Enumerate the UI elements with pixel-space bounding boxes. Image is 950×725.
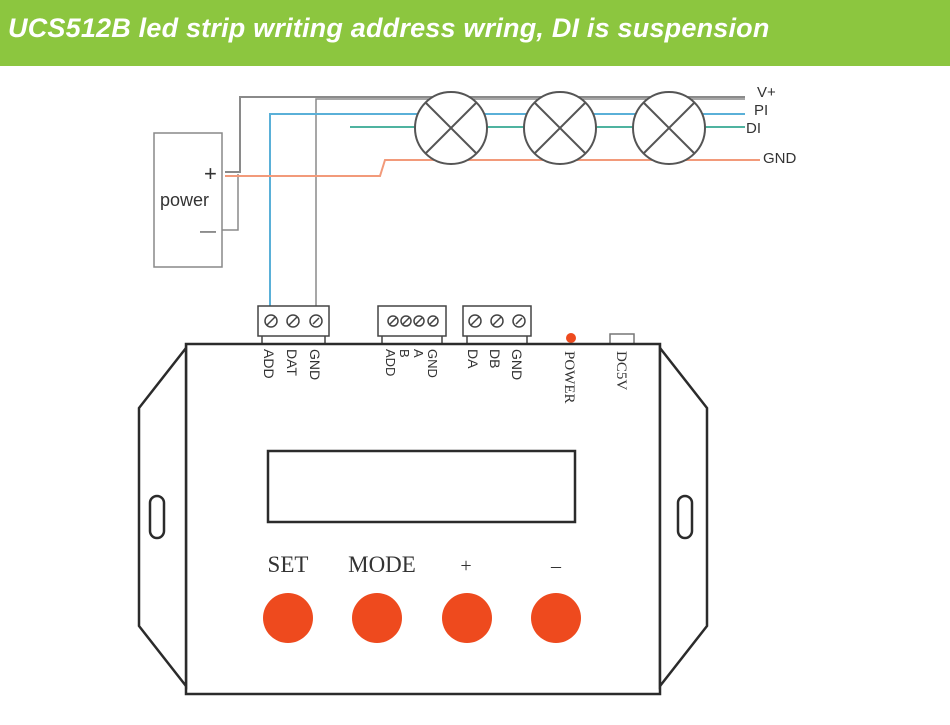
mode-button[interactable] [352, 593, 402, 643]
label-b: B [397, 349, 412, 358]
minus-label: – [550, 555, 562, 577]
power-led [566, 333, 576, 343]
right-mount-hole [676, 494, 694, 540]
plus-label: + [460, 555, 471, 577]
minus-button[interactable] [531, 593, 581, 643]
terminal-block-middle [377, 305, 447, 344]
led-lamp [632, 91, 706, 165]
label-gnd-2: GND [425, 349, 440, 378]
gnd-label: GND [763, 150, 797, 167]
label-da: DA [465, 349, 481, 369]
led-lamp [523, 91, 597, 165]
led-lamp [414, 91, 488, 165]
title-banner: UCS512B led strip writing address wring,… [0, 0, 950, 66]
label-a: A [411, 349, 426, 358]
label-add: ADD [261, 349, 277, 379]
page-title: UCS512B led strip writing address wring,… [8, 13, 770, 43]
label-gnd-3: GND [509, 349, 525, 380]
label-power: POWER [561, 351, 577, 404]
power-plus-sign: + [204, 161, 217, 186]
left-mount-hole [148, 494, 166, 540]
label-dat: DAT [284, 349, 300, 376]
lcd-screen [266, 449, 577, 524]
terminal-labels: ADD DAT GND ADD B A GND DA DB GND POWER … [261, 349, 629, 404]
label-db: DB [487, 349, 503, 368]
power-minus-sign: — [200, 223, 216, 240]
vplus-wire [225, 96, 745, 173]
label-add-2: ADD [383, 349, 398, 376]
vplus-label: V+ [757, 84, 776, 101]
gnd-return-wire [315, 98, 745, 308]
power-label: power [160, 190, 209, 210]
di-label: DI [746, 120, 761, 137]
power-supply: + power — [153, 132, 223, 268]
terminal-block-left [257, 305, 330, 344]
mode-label: MODE [348, 552, 416, 577]
set-label: SET [268, 552, 309, 577]
pi-label: PI [754, 102, 768, 119]
terminal-block-right [462, 305, 532, 344]
controller-body [137, 342, 709, 696]
wiring-diagram: V+ PI DI GND + power — [137, 84, 797, 696]
plus-button[interactable] [442, 593, 492, 643]
set-button[interactable] [263, 593, 313, 643]
led-lamps [414, 91, 706, 165]
label-gnd: GND [307, 349, 323, 380]
label-dc5v: DC5V [613, 351, 629, 390]
